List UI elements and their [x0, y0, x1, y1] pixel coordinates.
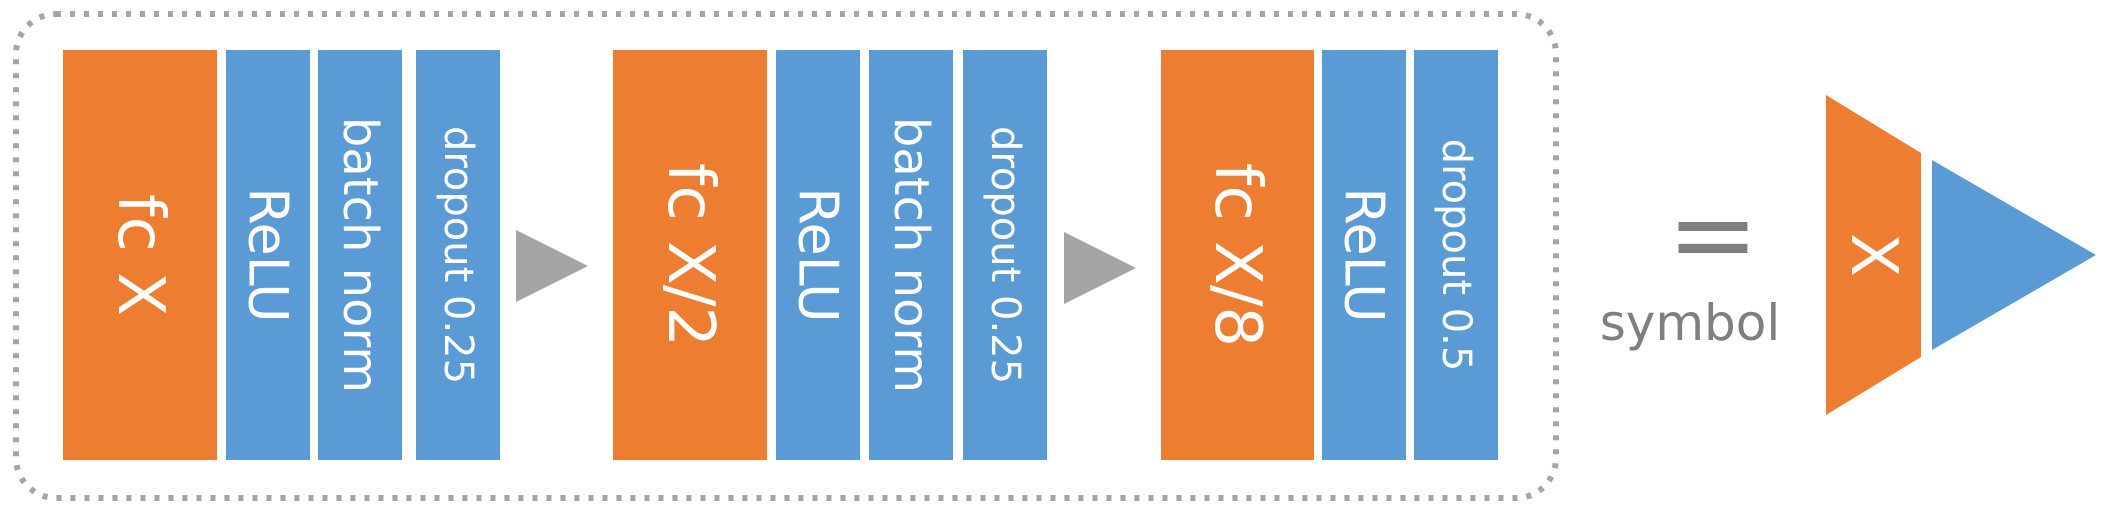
- symbol-glyph: X: [1826, 95, 2096, 415]
- block-1: fc X ReLU batch norm dropout 0.25: [63, 50, 500, 460]
- dropout-layer-3-label: dropout 0.5: [1433, 139, 1479, 372]
- dropout-layer-2-label: dropout 0.25: [982, 126, 1028, 384]
- dropout-layer-3: [1414, 50, 1498, 460]
- batchnorm-layer-1: [318, 50, 402, 460]
- dropout-layer-1: [416, 50, 500, 460]
- equals-sign: =: [1667, 170, 1759, 298]
- relu-layer-1-label: ReLU: [237, 187, 300, 322]
- arrow-right-icon-2: [1064, 232, 1136, 304]
- fc-layer-2-label: fc X/2: [653, 163, 727, 347]
- relu-layer-3: [1322, 50, 1406, 460]
- block-2: fc X/2 ReLU batch norm dropout 0.25: [613, 50, 1047, 460]
- fc-layer-3-label: fc X/8: [1200, 163, 1274, 347]
- relu-layer-1: [226, 50, 310, 460]
- fc-layer-1: [63, 50, 217, 460]
- block-3: fc X/8 ReLU dropout 0.5: [1161, 50, 1498, 460]
- relu-layer-2-label: ReLU: [787, 187, 850, 322]
- symbol-orange-trapezoid: [1826, 95, 1921, 415]
- symbol-blue-triangle: [1932, 160, 2096, 350]
- fc-layer-3: [1161, 50, 1314, 460]
- batchnorm-layer-2-label: batch norm: [883, 117, 939, 393]
- fc-layer-1-label: fc X: [103, 194, 177, 316]
- relu-layer-3-label: ReLU: [1333, 187, 1396, 322]
- relu-layer-2: [776, 50, 860, 460]
- dropout-layer-1-label: dropout 0.25: [435, 126, 481, 384]
- symbol-label: symbol: [1600, 294, 1781, 352]
- group-border: [13, 11, 1559, 501]
- fc-layer-2: [613, 50, 767, 460]
- symbol-glyph-label: X: [1836, 233, 1910, 277]
- batchnorm-layer-1-label: batch norm: [332, 117, 388, 393]
- batchnorm-layer-2: [869, 50, 953, 460]
- dropout-layer-2: [963, 50, 1047, 460]
- arrow-right-icon-1: [516, 230, 588, 302]
